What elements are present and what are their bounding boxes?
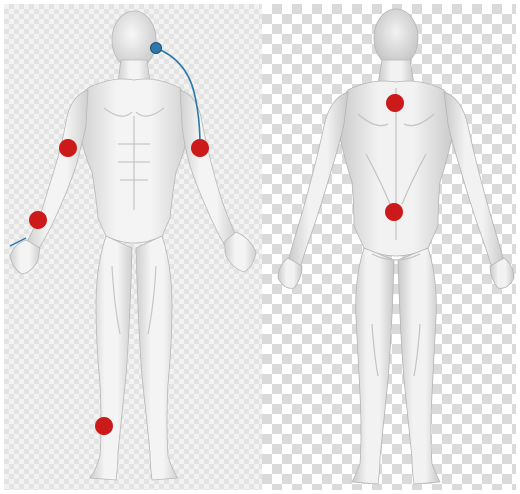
back-leg-left	[352, 248, 394, 484]
front-leg-left	[90, 236, 132, 480]
back-arm-right	[444, 92, 504, 268]
marker-right-wrist	[29, 211, 47, 229]
back-neck	[378, 60, 414, 84]
back-arm-left	[288, 92, 348, 268]
back-body-figure	[262, 4, 516, 490]
front-hand-left	[10, 240, 40, 274]
front-arm-right	[180, 90, 236, 244]
front-leg-right	[136, 236, 178, 480]
back-head	[374, 9, 418, 67]
marker-lower-back	[385, 203, 403, 221]
back-leg-right	[398, 248, 440, 484]
back-view-panel	[262, 4, 516, 490]
marker-left-elbow	[191, 139, 209, 157]
marker-right-knee	[95, 417, 113, 435]
neck-sensor-icon	[151, 43, 162, 54]
front-view-panel	[4, 4, 262, 490]
marker-right-elbow	[59, 139, 77, 157]
marker-upper-back	[386, 94, 404, 112]
front-body-figure	[4, 4, 262, 490]
front-hand-right	[224, 232, 256, 272]
back-body-silhouette	[278, 9, 514, 484]
front-body-silhouette	[10, 11, 256, 480]
